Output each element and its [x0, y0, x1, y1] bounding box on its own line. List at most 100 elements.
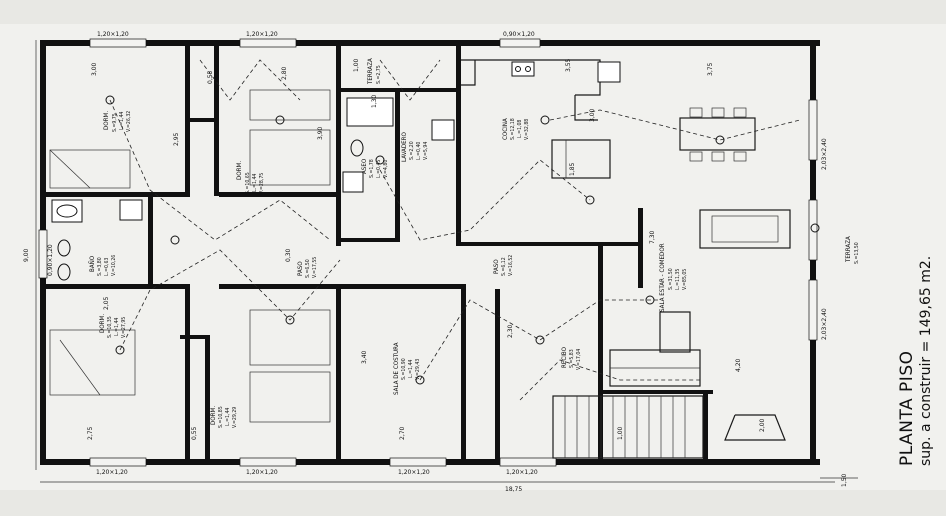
room-paso-2: PASO S.=6,12 V.=16,52 — [493, 255, 514, 276]
svg-text:V.=29,43: V.=29,43 — [415, 359, 421, 380]
svg-text:S.=10,35: S.=10,35 — [107, 316, 113, 338]
svg-text:2,75: 2,75 — [87, 426, 94, 440]
room-bano: BAÑO S.=3,80 L.=0,63 V.=10,26 — [87, 255, 117, 276]
svg-text:V.=26,32: V.=26,32 — [126, 111, 132, 132]
window-label-7: 1,20×1,20 — [506, 469, 538, 476]
window-label-5: 1,20×1,20 — [246, 469, 278, 476]
room-sala-estar-comedor: SALA ESTAR - COMEDOR S.=31,50 L.=11,35 V… — [659, 243, 688, 312]
room-sala-costura: SALA DE COSTURA S.=10,90 L.=1,44 V.=29,4… — [393, 342, 421, 395]
svg-text:1,00: 1,00 — [617, 426, 624, 440]
svg-text:1,85: 1,85 — [569, 162, 576, 176]
svg-text:V.=16,52: V.=16,52 — [508, 255, 514, 276]
kitchen-counter — [461, 59, 621, 179]
window-labels: 1,20×1,20 1,20×1,20 0,90×1,20 1,20×1,20 … — [47, 31, 828, 476]
room-aseo: ASEO S.=1,78 L.=0,45 V.=4,80 — [361, 158, 389, 178]
svg-text:V.=28,75: V.=28,75 — [259, 173, 265, 194]
svg-text:S.=10,90: S.=10,90 — [401, 358, 407, 380]
svg-text:3,00: 3,00 — [91, 62, 98, 76]
svg-text:L.=0,63: L.=0,63 — [104, 258, 110, 276]
svg-text:2,95: 2,95 — [173, 132, 180, 146]
window-label-1: 1,20×1,20 — [97, 31, 129, 38]
window-label-6: 1,20×1,20 — [398, 469, 430, 476]
svg-text:DORM.: DORM. — [210, 406, 217, 425]
svg-text:V.=85,05: V.=85,05 — [682, 269, 688, 290]
svg-text:COCINA: COCINA — [502, 118, 509, 140]
room-terraza-big: TERRAZA S.=13,50 — [845, 236, 860, 264]
svg-text:V.=32,88: V.=32,88 — [524, 119, 530, 140]
svg-text:RECIBO: RECIBO — [561, 346, 568, 368]
svg-text:2,70: 2,70 — [399, 426, 406, 440]
svg-text:S.=31,50: S.=31,50 — [668, 268, 674, 290]
svg-text:2,30: 2,30 — [507, 324, 514, 338]
svg-text:3,55: 3,55 — [565, 58, 572, 72]
svg-text:S.=6,12: S.=6,12 — [501, 257, 507, 276]
svg-text:L.=1,44: L.=1,44 — [114, 318, 120, 336]
svg-text:V.=17,04: V.=17,04 — [576, 349, 582, 370]
svg-text:L.=1,44: L.=1,44 — [119, 112, 125, 130]
svg-text:SALA DE COSTURA: SALA DE COSTURA — [393, 342, 400, 395]
paper-top-shade — [0, 0, 946, 24]
svg-text:DORM.: DORM. — [99, 314, 106, 333]
svg-text:V.=29,29: V.=29,29 — [232, 407, 238, 428]
svg-text:S.=6,50: S.=6,50 — [305, 259, 311, 278]
plan-subtitle: sup. a construir = 149,65 m2. — [918, 256, 934, 466]
svg-text:7,30: 7,30 — [649, 230, 656, 244]
svg-text:0,55: 0,55 — [207, 70, 214, 84]
outer-windows — [38, 38, 818, 467]
svg-text:TERRAZA: TERRAZA — [845, 236, 852, 263]
room-cocina: COCINA S.=12,18 L.=1,08 V.=32,88 — [502, 118, 530, 140]
overall-dimensions: 9,00 18,75 1,50 — [23, 40, 858, 493]
bed-outlines — [49, 89, 331, 423]
dining-table — [679, 107, 756, 162]
svg-text:3,90: 3,90 — [317, 126, 324, 140]
window-label-9: 2,03×2,40 — [821, 308, 828, 340]
svg-text:ASEO: ASEO — [361, 158, 368, 174]
electrical-lines — [109, 59, 801, 401]
svg-text:S.=13,50: S.=13,50 — [854, 242, 860, 264]
svg-text:2,05: 2,05 — [103, 296, 110, 310]
svg-text:S.=2,75: S.=2,75 — [376, 65, 382, 84]
svg-text:S.=10,65: S.=10,65 — [245, 172, 251, 194]
svg-text:S.=5,83: S.=5,83 — [569, 349, 575, 368]
dim-terrace-depth: 1,50 — [841, 473, 848, 487]
svg-text:BAÑO: BAÑO — [87, 255, 96, 272]
window-label-8: 2,03×2,40 — [821, 138, 828, 170]
svg-text:S.=3,80: S.=3,80 — [97, 257, 103, 276]
room-labels: DORM. S.=9,75 L.=1,44 V.=26,32 DORM. S.=… — [87, 58, 860, 428]
svg-text:1,00: 1,00 — [353, 58, 360, 72]
plan-title: PLANTA PISO — [897, 351, 917, 467]
svg-text:SALA ESTAR - COMEDOR: SALA ESTAR - COMEDOR — [659, 243, 666, 312]
svg-text:PASO: PASO — [493, 259, 500, 274]
svg-text:L.=1,44: L.=1,44 — [252, 174, 258, 192]
window-label-2: 1,20×1,20 — [246, 31, 278, 38]
svg-text:L.=11,35: L.=11,35 — [675, 269, 681, 290]
paper-bottom-shade — [0, 490, 946, 516]
staircase — [552, 395, 786, 459]
svg-text:1,30: 1,30 — [371, 94, 378, 108]
svg-text:DORM.: DORM. — [103, 111, 110, 130]
svg-text:V.=5,94: V.=5,94 — [423, 142, 429, 160]
dim-overall-width: 18,75 — [505, 486, 522, 493]
svg-text:V.=4,80: V.=4,80 — [383, 160, 389, 178]
room-dorm-2: DORM. S.=10,65 L.=1,44 V.=28,75 — [236, 161, 265, 194]
svg-text:TERRAZA: TERRAZA — [367, 58, 374, 85]
svg-text:S.=9,75: S.=9,75 — [112, 113, 118, 132]
svg-text:0,55: 0,55 — [191, 426, 198, 440]
svg-text:S.=1,78: S.=1,78 — [369, 159, 375, 178]
svg-text:3,00: 3,00 — [589, 108, 596, 122]
svg-text:V.=27,95: V.=27,95 — [121, 317, 127, 338]
room-dorm-1: DORM. S.=9,75 L.=1,44 V.=26,32 — [103, 111, 132, 132]
svg-text:L.=1,08: L.=1,08 — [517, 120, 523, 138]
svg-text:DORM.: DORM. — [236, 161, 243, 180]
svg-text:L.=1,44: L.=1,44 — [225, 408, 231, 426]
room-recibo: RECIBO S.=5,83 V.=17,04 — [561, 346, 582, 370]
svg-text:0,30: 0,30 — [285, 248, 292, 262]
svg-text:S.=10,85: S.=10,85 — [218, 406, 224, 428]
svg-text:L.=1,44: L.=1,44 — [408, 360, 414, 378]
interior-dimensions: 3,00 2,95 2,80 3,90 1,00 1,30 3,55 3,75 … — [87, 58, 766, 440]
room-dorm-4: DORM. S.=10,85 L.=1,44 V.=29,29 — [210, 406, 238, 428]
svg-text:2,00: 2,00 — [759, 418, 766, 432]
svg-text:L.=0,40: L.=0,40 — [416, 142, 422, 160]
light-points — [105, 95, 820, 385]
